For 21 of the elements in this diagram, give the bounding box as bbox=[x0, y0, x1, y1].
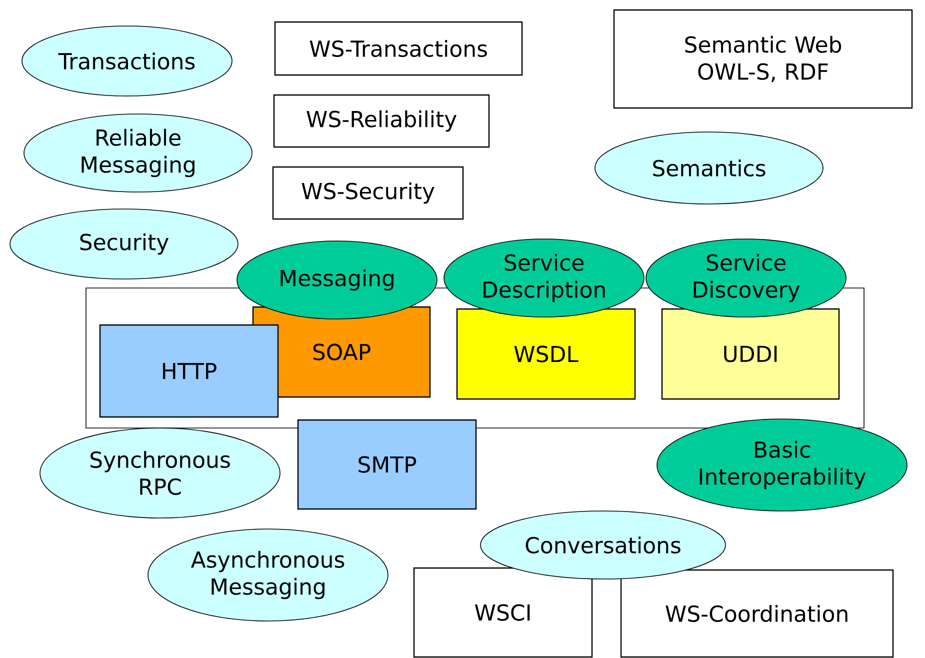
ellipse-label: Service Discovery bbox=[646, 238, 846, 318]
ellipse-label: Conversations bbox=[480, 510, 726, 580]
ellipse-label: Reliable Messaging bbox=[24, 114, 252, 192]
label-box: SMTP bbox=[297, 419, 477, 510]
label-box: Semantic Web OWL-S, RDF bbox=[613, 9, 913, 109]
label-box: UDDI bbox=[661, 308, 840, 400]
label-box: WS-Coordination bbox=[620, 569, 894, 658]
ellipse-label: Basic Interoperability bbox=[656, 418, 908, 512]
ellipse-label: Service Description bbox=[444, 238, 644, 318]
label-box: HTTP bbox=[99, 324, 279, 418]
ellipse-label: Asynchronous Messaging bbox=[148, 528, 388, 622]
label-box: WS-Reliability bbox=[273, 94, 490, 148]
ellipse-label: Security bbox=[10, 208, 238, 280]
label-box: WSCI bbox=[413, 567, 593, 658]
ellipse-label: Transactions bbox=[22, 26, 232, 96]
ellipse-label: Messaging bbox=[236, 240, 438, 320]
label-box: WS-Security bbox=[272, 166, 464, 220]
label-box: WS-Transactions bbox=[274, 21, 523, 76]
label-box: WSDL bbox=[456, 308, 636, 400]
ellipse-label: Synchronous RPC bbox=[40, 428, 280, 518]
ellipse-label: Semantics bbox=[594, 132, 824, 204]
